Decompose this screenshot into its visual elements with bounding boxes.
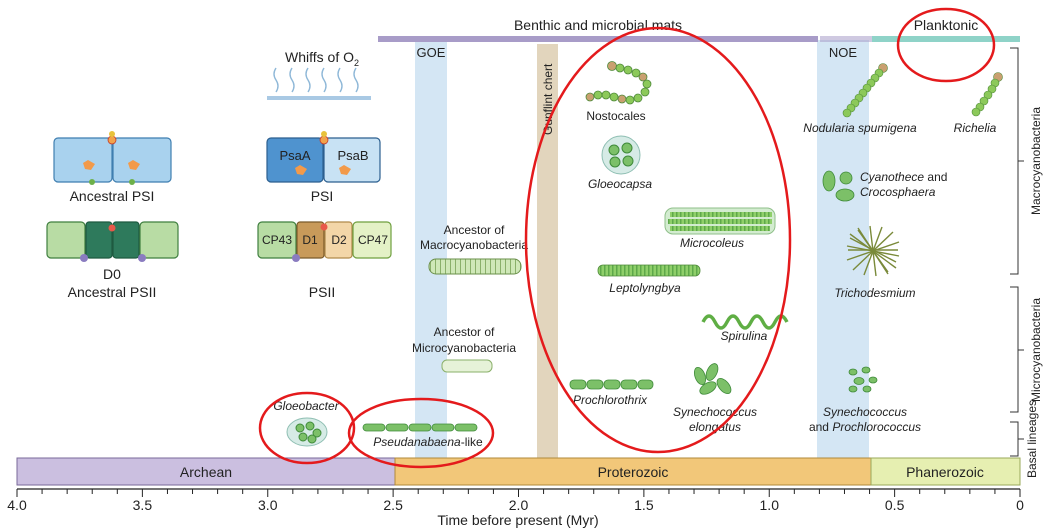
richelia-label: Richelia: [954, 121, 997, 135]
synechococcus-elongatus-icon: [693, 363, 732, 395]
axis-title: Time before present (Myr): [437, 512, 598, 528]
planktonic-bar: [872, 36, 1020, 42]
synechococcus-elongatus-label-1: Synechococcus: [673, 405, 757, 419]
gloeobacter-label: Gloeobacter: [273, 399, 339, 413]
ancestor-macro-filament-icon: [428, 258, 522, 275]
tick-label: 0.5: [885, 497, 905, 513]
ancestral-psii-icon: [46, 221, 179, 262]
nostocales-icon: [585, 61, 652, 105]
tick-label: 3.0: [258, 497, 278, 513]
ancestor-micro-line2: Microcyanobacteria: [412, 341, 516, 355]
spirulina-label: Spirulina: [721, 329, 768, 343]
cp47-label: CP47: [358, 233, 388, 247]
synecho-pro-label-1: Synechococcus: [823, 405, 907, 419]
cp43-label: CP43: [262, 233, 292, 247]
macro-clade-label: Macrocyanobacteria: [1029, 107, 1043, 215]
ancestor-micro-filament-icon: [441, 359, 493, 373]
pseudanabaena-icon: [362, 423, 478, 432]
ancestral-psi-icon: [53, 131, 172, 185]
annotation-ellipse-main: [524, 26, 792, 454]
tick-label: 0: [1016, 497, 1024, 513]
leptolyngbya-icon: [597, 264, 701, 277]
goe-label: GOE: [417, 45, 446, 60]
nostocales-label: Nostocales: [586, 109, 645, 123]
basal-clade-label: Basal lineages: [1025, 400, 1039, 478]
microcoleus-label: Microcoleus: [680, 236, 744, 250]
nodularia-label: Nodularia spumigena: [803, 121, 917, 135]
annotation-ellipse-pseudanabaena: [347, 397, 495, 469]
phanerozoic-label: Phanerozoic: [906, 464, 984, 480]
tick-label: 2.0: [509, 497, 529, 513]
gloeobacter-icon: [286, 417, 328, 447]
red-annotations: [258, 7, 996, 469]
planktonic-label: Planktonic: [914, 17, 979, 33]
psi-label: PSI: [311, 188, 334, 204]
clade-brackets: [1010, 47, 1024, 457]
cyanothece-icon: [822, 170, 855, 202]
crocosphaera-label: Crocosphaera: [860, 185, 936, 199]
ancestral-psi-label: Ancestral PSI: [70, 188, 155, 204]
tick-label: 2.5: [383, 497, 403, 513]
tick-label: 1.0: [760, 497, 780, 513]
proterozoic-eon: [394, 457, 872, 486]
trichodesmium-icon: [846, 225, 900, 277]
archean-eon: [16, 457, 396, 486]
benthic-label: Benthic and microbial mats: [514, 17, 682, 33]
synechococcus-elongatus-label-2: elongatus: [689, 420, 741, 434]
tick-label: 3.5: [133, 497, 153, 513]
ancestor-macro-line2: Macrocyanobacteria: [420, 238, 528, 252]
annotation-ellipse-planktonic: [896, 7, 996, 83]
annotation-ellipse-gloeobacter: [258, 391, 356, 465]
micro-clade-label: Microcyanobacteria: [1029, 298, 1043, 402]
goe-band: [415, 40, 447, 458]
gunflint-band: [537, 44, 558, 458]
ancestral-psii-label: Ancestral PSII: [68, 284, 157, 300]
nodularia-icon: [842, 63, 888, 118]
proterozoic-label: Proterozoic: [598, 464, 669, 480]
microcoleus-icon: [664, 207, 776, 235]
gloeocapsa-icon: [601, 135, 641, 175]
gloeocapsa-label: Gloeocapsa: [588, 177, 652, 191]
psab-label: PsaB: [337, 148, 368, 163]
tick-label: 1.5: [634, 497, 654, 513]
richelia-icon: [971, 72, 1003, 117]
time-axis-ticks: 4.0 3.5 3.0 2.5 2.0 1.5 1.0 0.5 0: [7, 489, 1024, 513]
archean-label: Archean: [180, 464, 232, 480]
trichodesmium-label: Trichodesmium: [834, 286, 915, 300]
tick-label: 4.0: [7, 497, 27, 513]
oxygen-wisps: [273, 67, 359, 93]
phanerozoic-eon: [870, 457, 1021, 486]
ancestor-micro-line1: Ancestor of: [434, 325, 495, 339]
prochlorothrix-icon: [569, 379, 654, 390]
spirulina-icon: [701, 314, 789, 330]
psi-icon: [266, 131, 381, 183]
prochlorothrix-label: Prochlorothrix: [573, 393, 648, 407]
leptolyngbya-label: Leptolyngbya: [609, 281, 681, 295]
d0-label: D0: [103, 266, 121, 282]
noe-label: NOE: [829, 45, 858, 60]
psii-label: PSII: [309, 284, 335, 300]
benthic-bar: [378, 36, 818, 42]
psii-icon: [257, 221, 392, 262]
synechococcus-prochlorococcus-icon: [848, 366, 878, 393]
membrane-line: [267, 96, 371, 100]
cyanothece-label: Cyanothece and: [860, 170, 947, 184]
psaa-label: PsaA: [279, 148, 310, 163]
synecho-pro-label-2: and Prochlorococcus: [809, 420, 921, 434]
whiffs-label: Whiffs of O2: [285, 49, 359, 68]
d2-label: D2: [331, 233, 347, 247]
benthic-dashed: [820, 36, 872, 42]
ancestor-macro-line1: Ancestor of: [444, 223, 505, 237]
pseudanabaena-label: Pseudanabaena-like: [373, 435, 483, 449]
d1-label: D1: [302, 233, 318, 247]
